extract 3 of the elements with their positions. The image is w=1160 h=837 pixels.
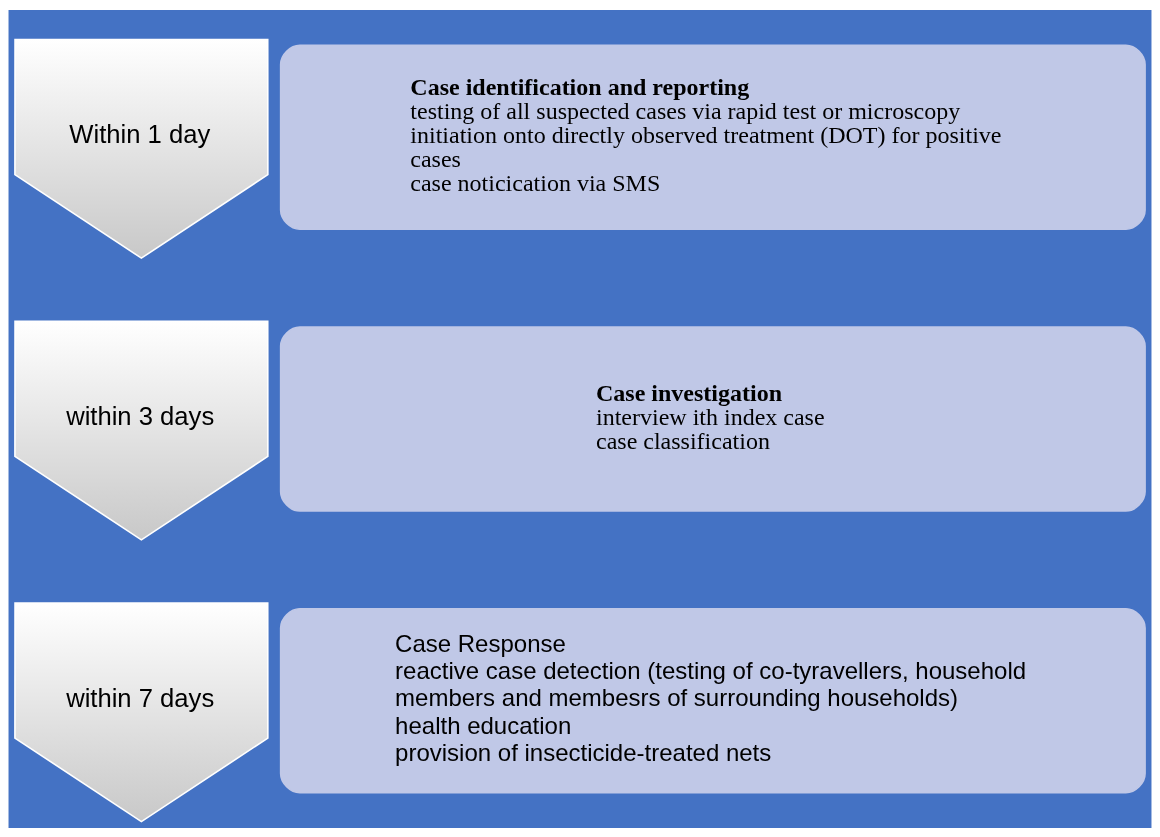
- node-box: Case investigation interview ith index case case classification: [279, 325, 1146, 512]
- node-box: Case identification and reporting testing of all suspected cases via rapid test or microscopy initiation onto directly observed treatment (DOT) for positive cases case noticication via SMS: [279, 43, 1146, 230]
- node-box: Case Response reactive case detection (testing of co-tyravellers, household members and membesrs of surrounding households) health education provision of insecticide-treated nets: [279, 607, 1146, 794]
